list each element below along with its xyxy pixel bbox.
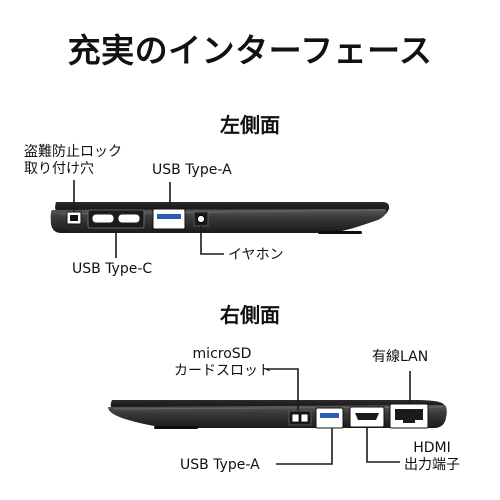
microsd-label-line2: カードスロット — [174, 363, 272, 379]
usb-type-c-label: USB Type-C — [72, 261, 153, 277]
left-callouts — [73, 180, 224, 258]
right-foot — [154, 426, 198, 429]
usb-type-c-port-icon — [91, 213, 115, 224]
microsd-callout — [266, 368, 299, 411]
right-callouts — [266, 368, 411, 465]
microsd-label-line1: microSD — [192, 346, 252, 362]
security-lock-label-line2: 取り付け穴 — [24, 161, 94, 177]
hdmi-label-line1: HDMI — [413, 440, 451, 456]
left-usb-type-a-label: USB Type-A — [152, 162, 232, 178]
hdmi-label-line2: 出力端子 — [404, 457, 460, 473]
right-usb-type-a-label: USB Type-A — [180, 457, 260, 473]
security-lock-label-line1: 盗難防止ロック — [24, 144, 122, 160]
right-side-heading: 右側面 — [220, 303, 280, 327]
microsd-label: microSD カードスロット — [174, 346, 272, 380]
left-side-heading: 左側面 — [220, 113, 280, 137]
earphone-label: イヤホン — [228, 247, 284, 263]
hdmi-callout — [366, 427, 400, 463]
left-laptop-profile — [50, 202, 390, 234]
hdmi-label: HDMI 出力端子 — [404, 440, 460, 474]
earphone-callout — [200, 226, 224, 255]
left-foot — [318, 231, 362, 234]
right-laptop-profile — [108, 400, 447, 429]
wired-lan-label: 有線LAN — [372, 349, 429, 365]
page-title: 充実のインターフェース — [67, 31, 433, 70]
security-lock-label: 盗難防止ロック 取り付け穴 — [24, 144, 122, 178]
usb-type-c-port-icon — [117, 213, 141, 224]
right-usb-type-a-callout — [276, 428, 333, 465]
